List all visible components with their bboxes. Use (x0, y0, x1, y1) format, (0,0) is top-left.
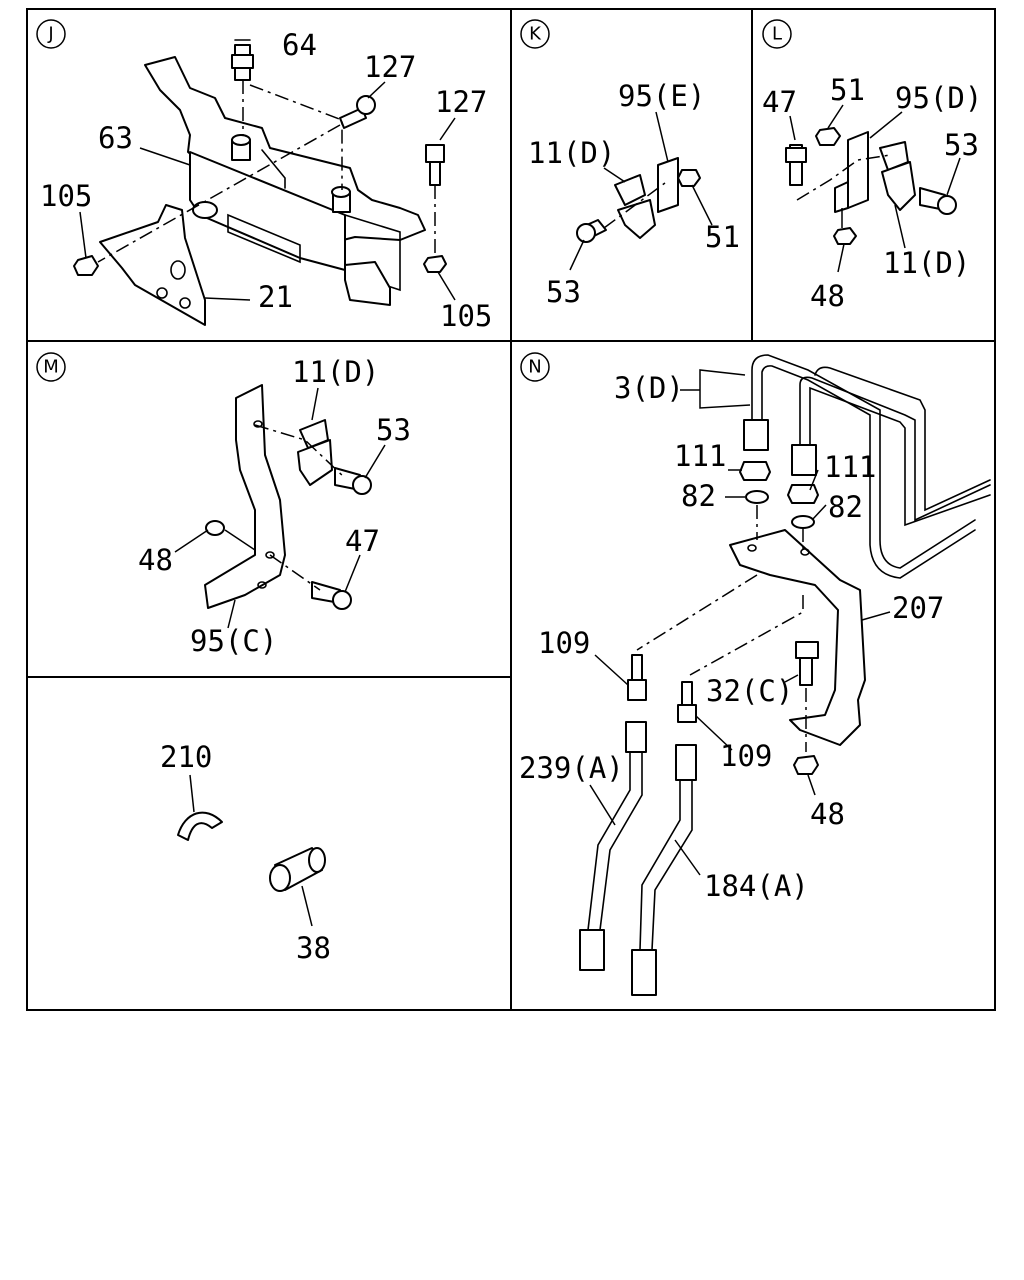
label-j-63: 63 (98, 121, 133, 155)
label-n-3d: 3(D) (614, 371, 684, 405)
section-letter-j: J (47, 24, 53, 45)
bolt-64-shape (231, 39, 254, 81)
label-k-53: 53 (546, 275, 581, 309)
label-n-82b: 82 (828, 490, 863, 524)
label-l-95d: 95(D) (895, 81, 982, 115)
label-o-210: 210 (160, 740, 212, 774)
label-k-95e: 95(E) (618, 79, 705, 113)
section-letter-k: K (529, 24, 542, 45)
label-n-48: 48 (810, 797, 845, 831)
label-m-48: 48 (138, 543, 173, 577)
label-j-127b: 127 (435, 85, 487, 119)
label-o-38: 38 (296, 931, 331, 965)
label-j-105a: 105 (40, 179, 92, 213)
section-letter-n: N (528, 357, 541, 378)
bolt-127a-shape (339, 95, 376, 129)
section-badge-n: N (520, 352, 550, 382)
label-m-47: 47 (345, 524, 380, 558)
label-n-111a: 111 (674, 439, 726, 473)
label-l-53: 53 (944, 128, 979, 162)
label-m-11d: 11(D) (292, 355, 379, 389)
label-m-53: 53 (376, 413, 411, 447)
label-j-21: 21 (258, 280, 293, 314)
label-n-32c: 32(C) (706, 674, 793, 708)
label-n-82a: 82 (681, 479, 716, 513)
label-n-109a: 109 (538, 626, 590, 660)
section-badge-j: J (36, 19, 66, 49)
bolt-127b-shape (425, 144, 445, 186)
section-badge-m: M (36, 352, 66, 382)
label-m-95c: 95(C) (190, 624, 277, 658)
label-n-109b: 109 (720, 739, 772, 773)
label-l-48: 48 (810, 279, 845, 313)
label-k-51: 51 (705, 220, 740, 254)
label-k-11d: 11(D) (528, 136, 615, 170)
diagram-frame (26, 8, 996, 1011)
label-n-239a: 239(A) (519, 751, 624, 785)
section-lower-left-drawing (177, 774, 326, 927)
label-j-127a: 127 (364, 50, 416, 84)
label-n-184a: 184(A) (704, 869, 809, 903)
section-letter-m: M (43, 357, 59, 378)
section-m-drawing (174, 384, 386, 629)
nut-105b-shape (423, 255, 447, 273)
section-badge-k: K (520, 19, 550, 49)
label-n-111b: 111 (824, 450, 876, 484)
section-letter-l: L (772, 24, 782, 45)
label-l-47: 47 (762, 85, 797, 119)
section-l-drawing (785, 104, 961, 273)
section-k-drawing (569, 111, 713, 271)
section-badge-l: L (762, 19, 792, 49)
label-j-105b: 105 (440, 299, 492, 333)
label-l-11d: 11(D) (883, 246, 970, 280)
label-j-64: 64 (282, 28, 317, 62)
section-n-drawing (579, 354, 991, 996)
label-l-51: 51 (830, 73, 865, 107)
label-n-207: 207 (892, 591, 944, 625)
nut-105a-shape (73, 255, 99, 276)
section-j-drawing (73, 39, 456, 326)
